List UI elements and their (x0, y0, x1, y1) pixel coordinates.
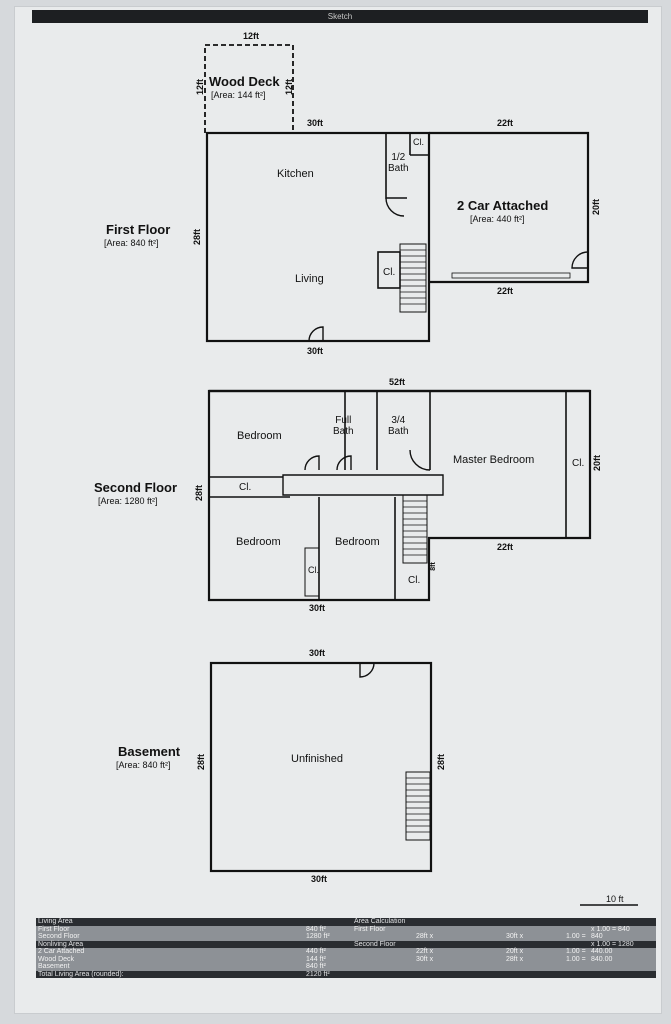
ff-dim-left: 28ft (192, 228, 203, 246)
calc-cell-name: Basement (38, 963, 70, 970)
calc-cell-result: x 1.00 = 1280 (591, 940, 634, 948)
room-half-bath: 1/2 Bath (388, 152, 409, 174)
room-bedroom-nw: Bedroom (237, 430, 282, 442)
sf-dim-top: 52ft (389, 377, 406, 387)
garage-outline (429, 131, 590, 284)
window-title: Sketch (32, 10, 648, 23)
calc-cell-area: 1280 ft² (306, 933, 330, 940)
second-floor-label: Second Floor (94, 480, 178, 495)
calc-cell-section: First Floor (354, 925, 386, 933)
deck-area: [Area: 144 ft²] (211, 90, 266, 100)
room-bedroom-s: Bedroom (335, 536, 380, 548)
calc-row: Total Living Area (rounded): 2120 ft² (36, 970, 656, 978)
ff-dim-bottom: 30ft (307, 346, 324, 356)
garage-label: 2 Car Attached (457, 198, 549, 213)
calc-cell-name: Wood Deck (38, 955, 75, 963)
calc-cell-result: 840.00 (591, 955, 613, 963)
calc-cell-mult: 1.00 = (566, 948, 586, 955)
calc-cell-result: x 1.00 = 840 (591, 925, 630, 933)
basement-label: Basement (118, 744, 181, 759)
calc-cell-section: Second Floor (354, 940, 396, 948)
calc-header: Living Area Area Calculation (36, 918, 656, 926)
calc-cell-d2: 30ft x (506, 933, 524, 940)
calc-cell-d2: 28ft x (506, 955, 524, 963)
calc-header-center: Area Calculation (354, 918, 406, 925)
bsmt-dim-bottom: 30ft (311, 874, 328, 884)
calc-row: 2 Car Attached 440 ft² 22ft x 20ft x 1.00 = 4… (36, 948, 656, 956)
calc-cell-result: 840 (591, 933, 603, 940)
calc-cell-mult: 1.00 = (566, 955, 586, 963)
wood-deck-outline (204, 44, 294, 134)
ff-dim-top: 30ft (307, 118, 324, 128)
calc-cell-name: 2 Car Attached (38, 948, 85, 955)
area-calculation-table: Living Area Area Calculation First Floor… (36, 918, 656, 978)
first-floor-outline (205, 131, 431, 343)
first-floor-area: [Area: 840 ft²] (104, 238, 159, 248)
sf-dim-bottom: 30ft (309, 603, 326, 613)
closet-top-label: Cl. (413, 137, 424, 147)
room-three-quarter-bath: 3/4 Bath (388, 415, 409, 437)
calc-cell-d1: 22ft x (416, 948, 434, 955)
sf-dim-right: 20ft (592, 454, 603, 472)
calc-row: Nonliving Area Second Floor x 1.00 = 1280 (36, 940, 656, 948)
sf-dim-left: 28ft (194, 484, 205, 502)
room-living: Living (295, 273, 324, 285)
room-full-bath: Full Bath (333, 415, 354, 437)
basement-area: [Area: 840 ft²] (116, 760, 171, 770)
calc-cell-result: 440.00 (591, 948, 613, 955)
calc-cell-mult: 1.00 = (566, 933, 586, 940)
sf-dim-garage-bottom: 22ft (497, 542, 514, 552)
scale-label: 10 ft (606, 894, 624, 904)
calc-header-left: Living Area (38, 918, 73, 925)
calc-cell-d2: 20ft x (506, 948, 524, 955)
garage-dim-top: 22ft (497, 118, 514, 128)
calc-cell-d1: 30ft x (416, 955, 434, 963)
deck-dim-top: 12ft (243, 31, 260, 41)
hall-closet-label: Cl. (239, 482, 252, 493)
calc-cell-d1: 28ft x (416, 933, 434, 940)
garage-dim-bottom: 22ft (497, 286, 514, 296)
calc-cell-area: 144 ft² (306, 955, 326, 963)
master-closet-label: Cl. (572, 458, 585, 469)
garage-dim-right: 20ft (591, 198, 602, 216)
calc-row: First Floor 840 ft² First Floor x 1.00 = 84… (36, 925, 656, 933)
calc-row: Second Floor 1280 ft² 28ft x 30ft x 1.00 = 84… (36, 933, 656, 941)
deck-dim-left: 12ft (195, 78, 206, 96)
calc-cell-area: 440 ft² (306, 948, 326, 955)
room-kitchen: Kitchen (277, 168, 314, 180)
room-bedroom-sw: Bedroom (236, 536, 281, 548)
first-floor-label: First Floor (106, 222, 171, 237)
calc-cell-name: Second Floor (38, 933, 80, 940)
closet-se-label: Cl. (408, 575, 421, 586)
second-floor-area: [Area: 1280 ft²] (98, 496, 158, 506)
closet-ff-label: Cl. (383, 267, 396, 278)
closet-s-label: Cl. (308, 565, 319, 575)
calc-row: Basement 840 ft² (36, 963, 656, 971)
garage-area: [Area: 440 ft²] (470, 214, 525, 224)
calc-cell-name: First Floor (38, 925, 70, 933)
calc-cell-area: 840 ft² (306, 963, 326, 970)
room-unfinished: Unfinished (291, 753, 343, 765)
room-master-bedroom: Master Bedroom (453, 454, 535, 466)
calc-cell-area: 2120 ft² (306, 970, 330, 978)
bsmt-dim-left: 28ft (196, 753, 207, 771)
deck-label: Wood Deck (209, 74, 280, 89)
stair-dim: 8ft (429, 562, 437, 571)
basement-outline (209, 661, 433, 873)
sketch-sheet (14, 6, 662, 1014)
bsmt-dim-top: 30ft (309, 648, 326, 658)
bsmt-dim-right: 28ft (436, 753, 447, 771)
deck-dim-right: 12ft (284, 78, 295, 96)
calc-row: Wood Deck 144 ft² 30ft x 28ft x 1.00 = 840.00 (36, 955, 656, 963)
calc-cell-name: Total Living Area (rounded): (38, 970, 124, 978)
calc-cell-name: Nonliving Area (38, 940, 84, 948)
calc-cell-area: 840 ft² (306, 925, 326, 933)
